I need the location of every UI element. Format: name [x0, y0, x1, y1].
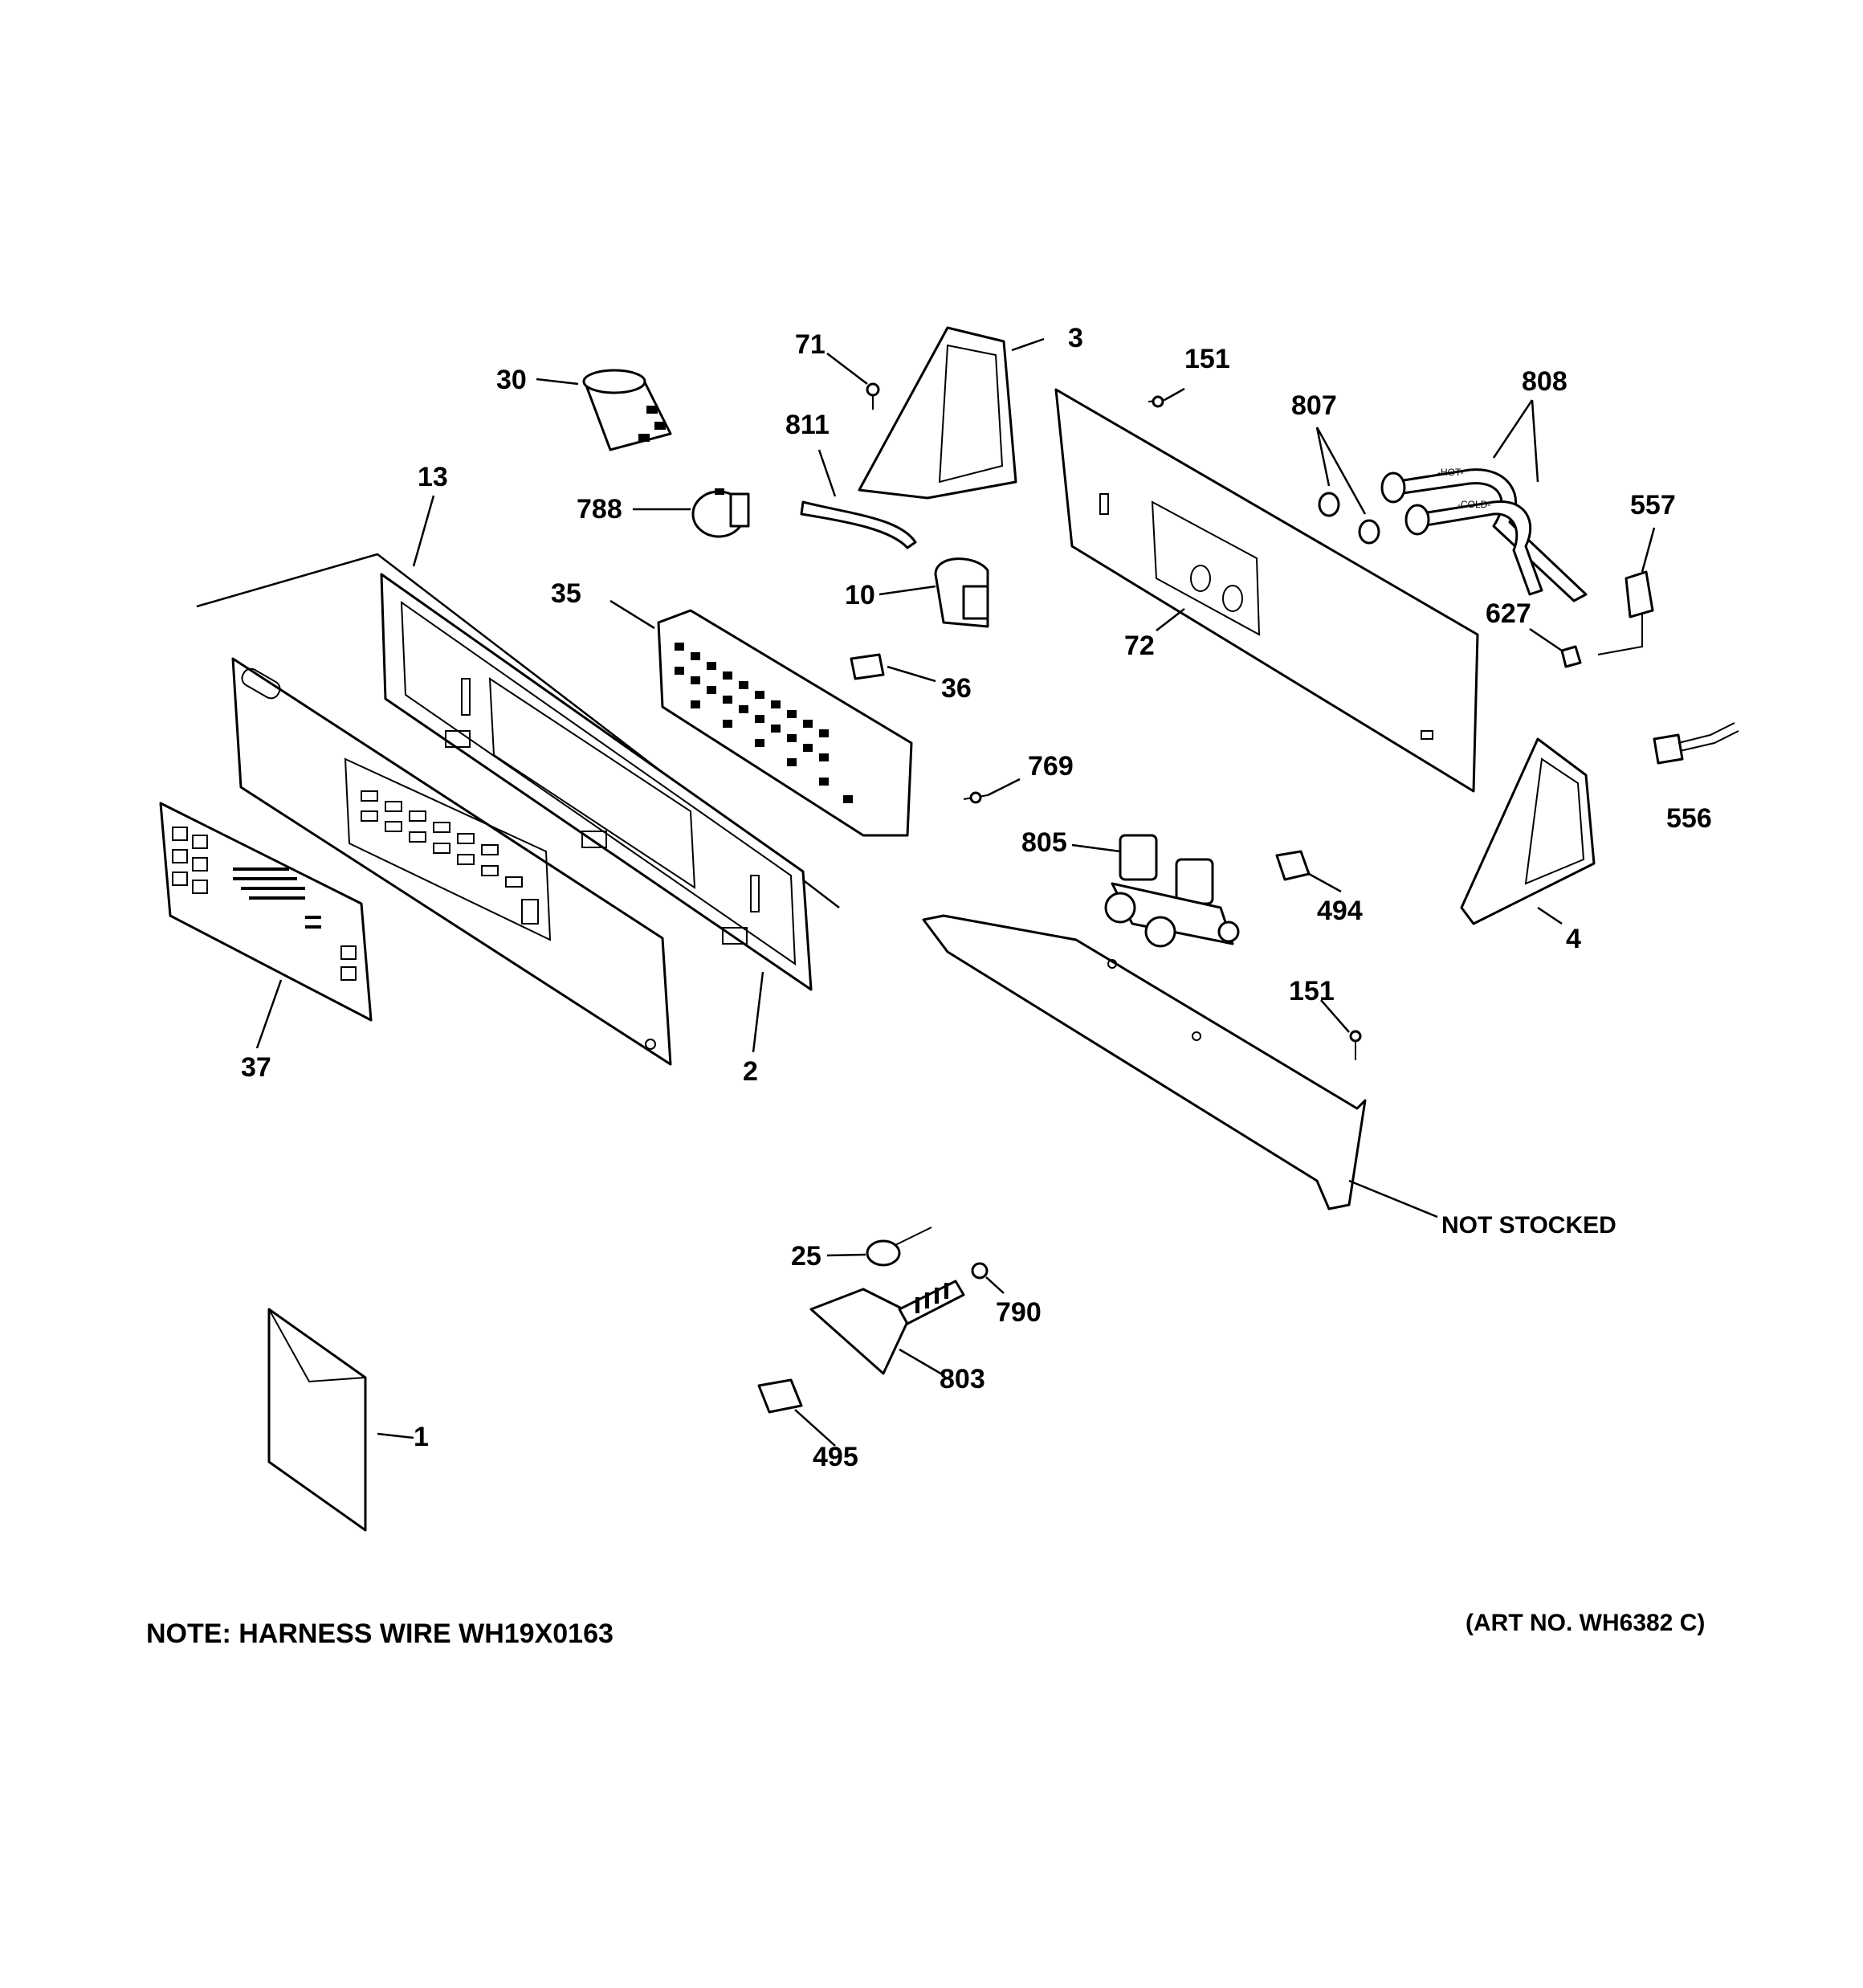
callout-13: 13	[418, 462, 448, 492]
part-769-screw	[963, 791, 989, 804]
part-556-thermistor	[1653, 722, 1739, 765]
part-808-inlet-hoses: -HOT- -COLD-	[1380, 467, 1588, 602]
callout-803: 803	[940, 1364, 985, 1394]
part-807-washers	[1318, 492, 1380, 545]
callout-72: 72	[1124, 631, 1155, 661]
part-790-clip	[971, 1262, 989, 1280]
callout-494: 494	[1317, 896, 1363, 926]
part-37-keypad-overlay	[159, 802, 373, 1022]
callout-811: 811	[785, 410, 830, 440]
part-3-end-bracket-left	[858, 326, 1017, 500]
callout-808: 808	[1522, 366, 1567, 397]
callout-151-bottom: 151	[1289, 976, 1335, 1006]
hose-marking-cold: -COLD-	[1457, 499, 1490, 510]
part-788-sensor	[691, 488, 750, 538]
callout-627: 627	[1486, 598, 1531, 629]
callout-10: 10	[845, 580, 875, 610]
callout-805: 805	[1021, 827, 1067, 858]
callout-35: 35	[551, 578, 581, 609]
part-25-knob	[866, 1227, 932, 1267]
part-811-hose	[800, 500, 917, 549]
not-stocked-bracket	[922, 914, 1367, 1210]
callout-36: 36	[941, 673, 972, 704]
callout-495: 495	[813, 1442, 858, 1472]
part-36-connector	[850, 653, 885, 680]
part-10-switch	[934, 557, 989, 628]
leader-lines	[255, 337, 1656, 1447]
part-803-actuator	[809, 1280, 965, 1375]
callout-2: 2	[743, 1056, 758, 1087]
part-151-screw-bottom	[1349, 1030, 1362, 1060]
callout-807: 807	[1291, 390, 1337, 421]
callout-4: 4	[1566, 924, 1581, 954]
part-13-console-front	[196, 553, 840, 1066]
callout-3: 3	[1068, 323, 1083, 353]
callout-25: 25	[791, 1241, 821, 1272]
callout-556: 556	[1666, 803, 1712, 834]
part-1-literature-envelope	[267, 1308, 367, 1532]
callout-labels: 30 788 13 71 3 811 10 35 36 151 807 808 …	[241, 323, 1712, 1472]
callout-1: 1	[414, 1422, 429, 1452]
hose-marking-hot: -HOT-	[1437, 467, 1464, 478]
callout-not-stocked: NOT STOCKED	[1441, 1212, 1616, 1239]
part-4-end-bracket-right	[1460, 737, 1596, 925]
callout-30: 30	[496, 365, 527, 395]
callout-71: 71	[795, 329, 826, 360]
part-2-console-frame	[380, 573, 813, 991]
part-805-water-valve	[1104, 834, 1240, 948]
part-557-sensor	[1597, 570, 1654, 655]
callout-769: 769	[1028, 751, 1074, 782]
part-35-board-bracket	[657, 609, 913, 837]
callout-788: 788	[577, 494, 622, 525]
callout-557: 557	[1630, 490, 1676, 520]
part-494-connector	[1275, 850, 1311, 881]
part-71-screw	[866, 382, 880, 410]
part-151-screw-top	[1148, 395, 1165, 408]
part-72-rear-panel	[1054, 388, 1479, 793]
callout-151-top: 151	[1184, 344, 1230, 374]
harness-wire-note: NOTE: HARNESS WIRE WH19X0163	[146, 1619, 614, 1649]
part-495-connector	[757, 1378, 803, 1414]
callout-37: 37	[241, 1052, 271, 1083]
part-627-clip	[1560, 645, 1582, 668]
callout-790: 790	[996, 1297, 1042, 1328]
part-30-capacitor	[582, 369, 672, 451]
art-number: (ART NO. WH6382 C)	[1466, 1610, 1705, 1636]
